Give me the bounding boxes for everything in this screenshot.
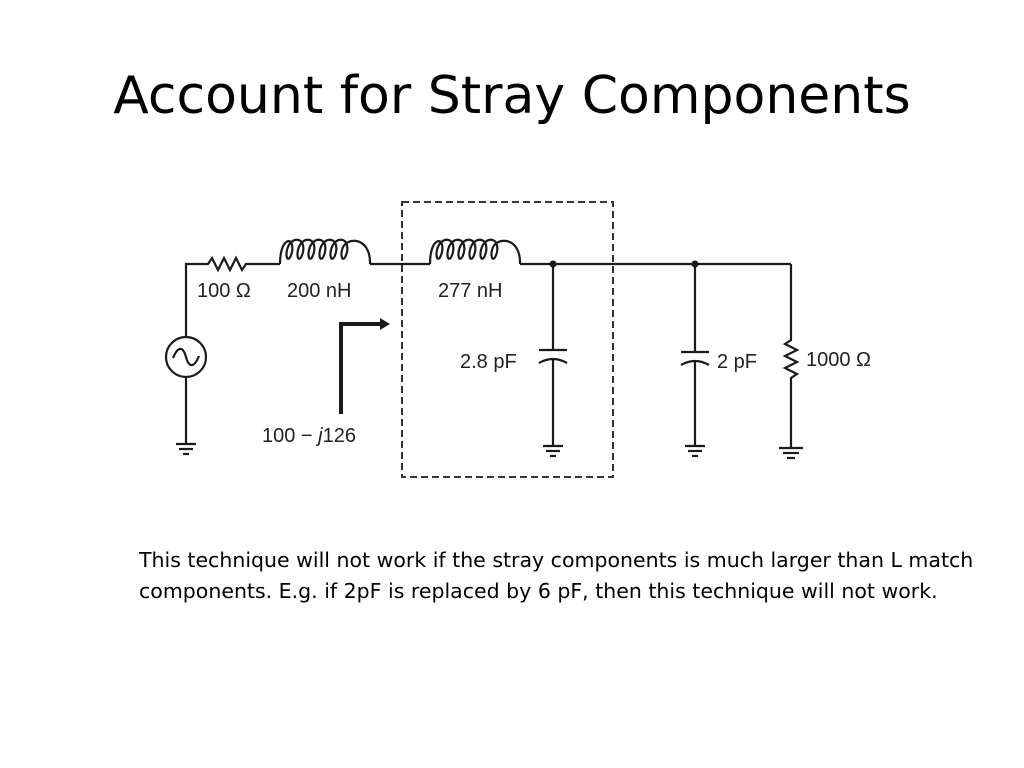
resistor-1000-ohm-icon (782, 264, 800, 448)
ground-icon-cstray (685, 444, 705, 458)
label-impedance-real: 100 − (262, 425, 318, 447)
label-c-stray: 2 pF (717, 351, 757, 373)
ac-source-icon (164, 335, 208, 379)
slide-note: This technique will not work if the stra… (139, 548, 974, 603)
capacitor-2pf-icon (680, 264, 710, 446)
label-l-series-2: 277 nH (438, 280, 503, 302)
inductor-200nh-icon (278, 238, 430, 266)
inductor-277nh-icon (428, 238, 522, 265)
ground-icon-load (779, 446, 803, 460)
impedance-arrow-icon (339, 318, 390, 414)
label-impedance: 100 − j126 (262, 425, 356, 447)
dashed-region-box (401, 201, 614, 478)
label-impedance-imag: 126 (323, 425, 356, 447)
source-wiring (184, 262, 202, 444)
resistor-100-ohm-icon (202, 255, 280, 273)
capacitor-2-8pf-icon (538, 264, 568, 446)
ground-icon-source (176, 442, 196, 456)
ground-icon-cmatch (543, 444, 563, 458)
label-r-load: 1000 Ω (806, 349, 871, 371)
label-c-match: 2.8 pF (460, 351, 517, 373)
label-impedance-j: j (315, 425, 323, 447)
label-l-series-1: 200 nH (287, 280, 352, 302)
label-r-source: 100 Ω (197, 280, 251, 302)
slide-title: Account for Stray Components (113, 66, 911, 126)
